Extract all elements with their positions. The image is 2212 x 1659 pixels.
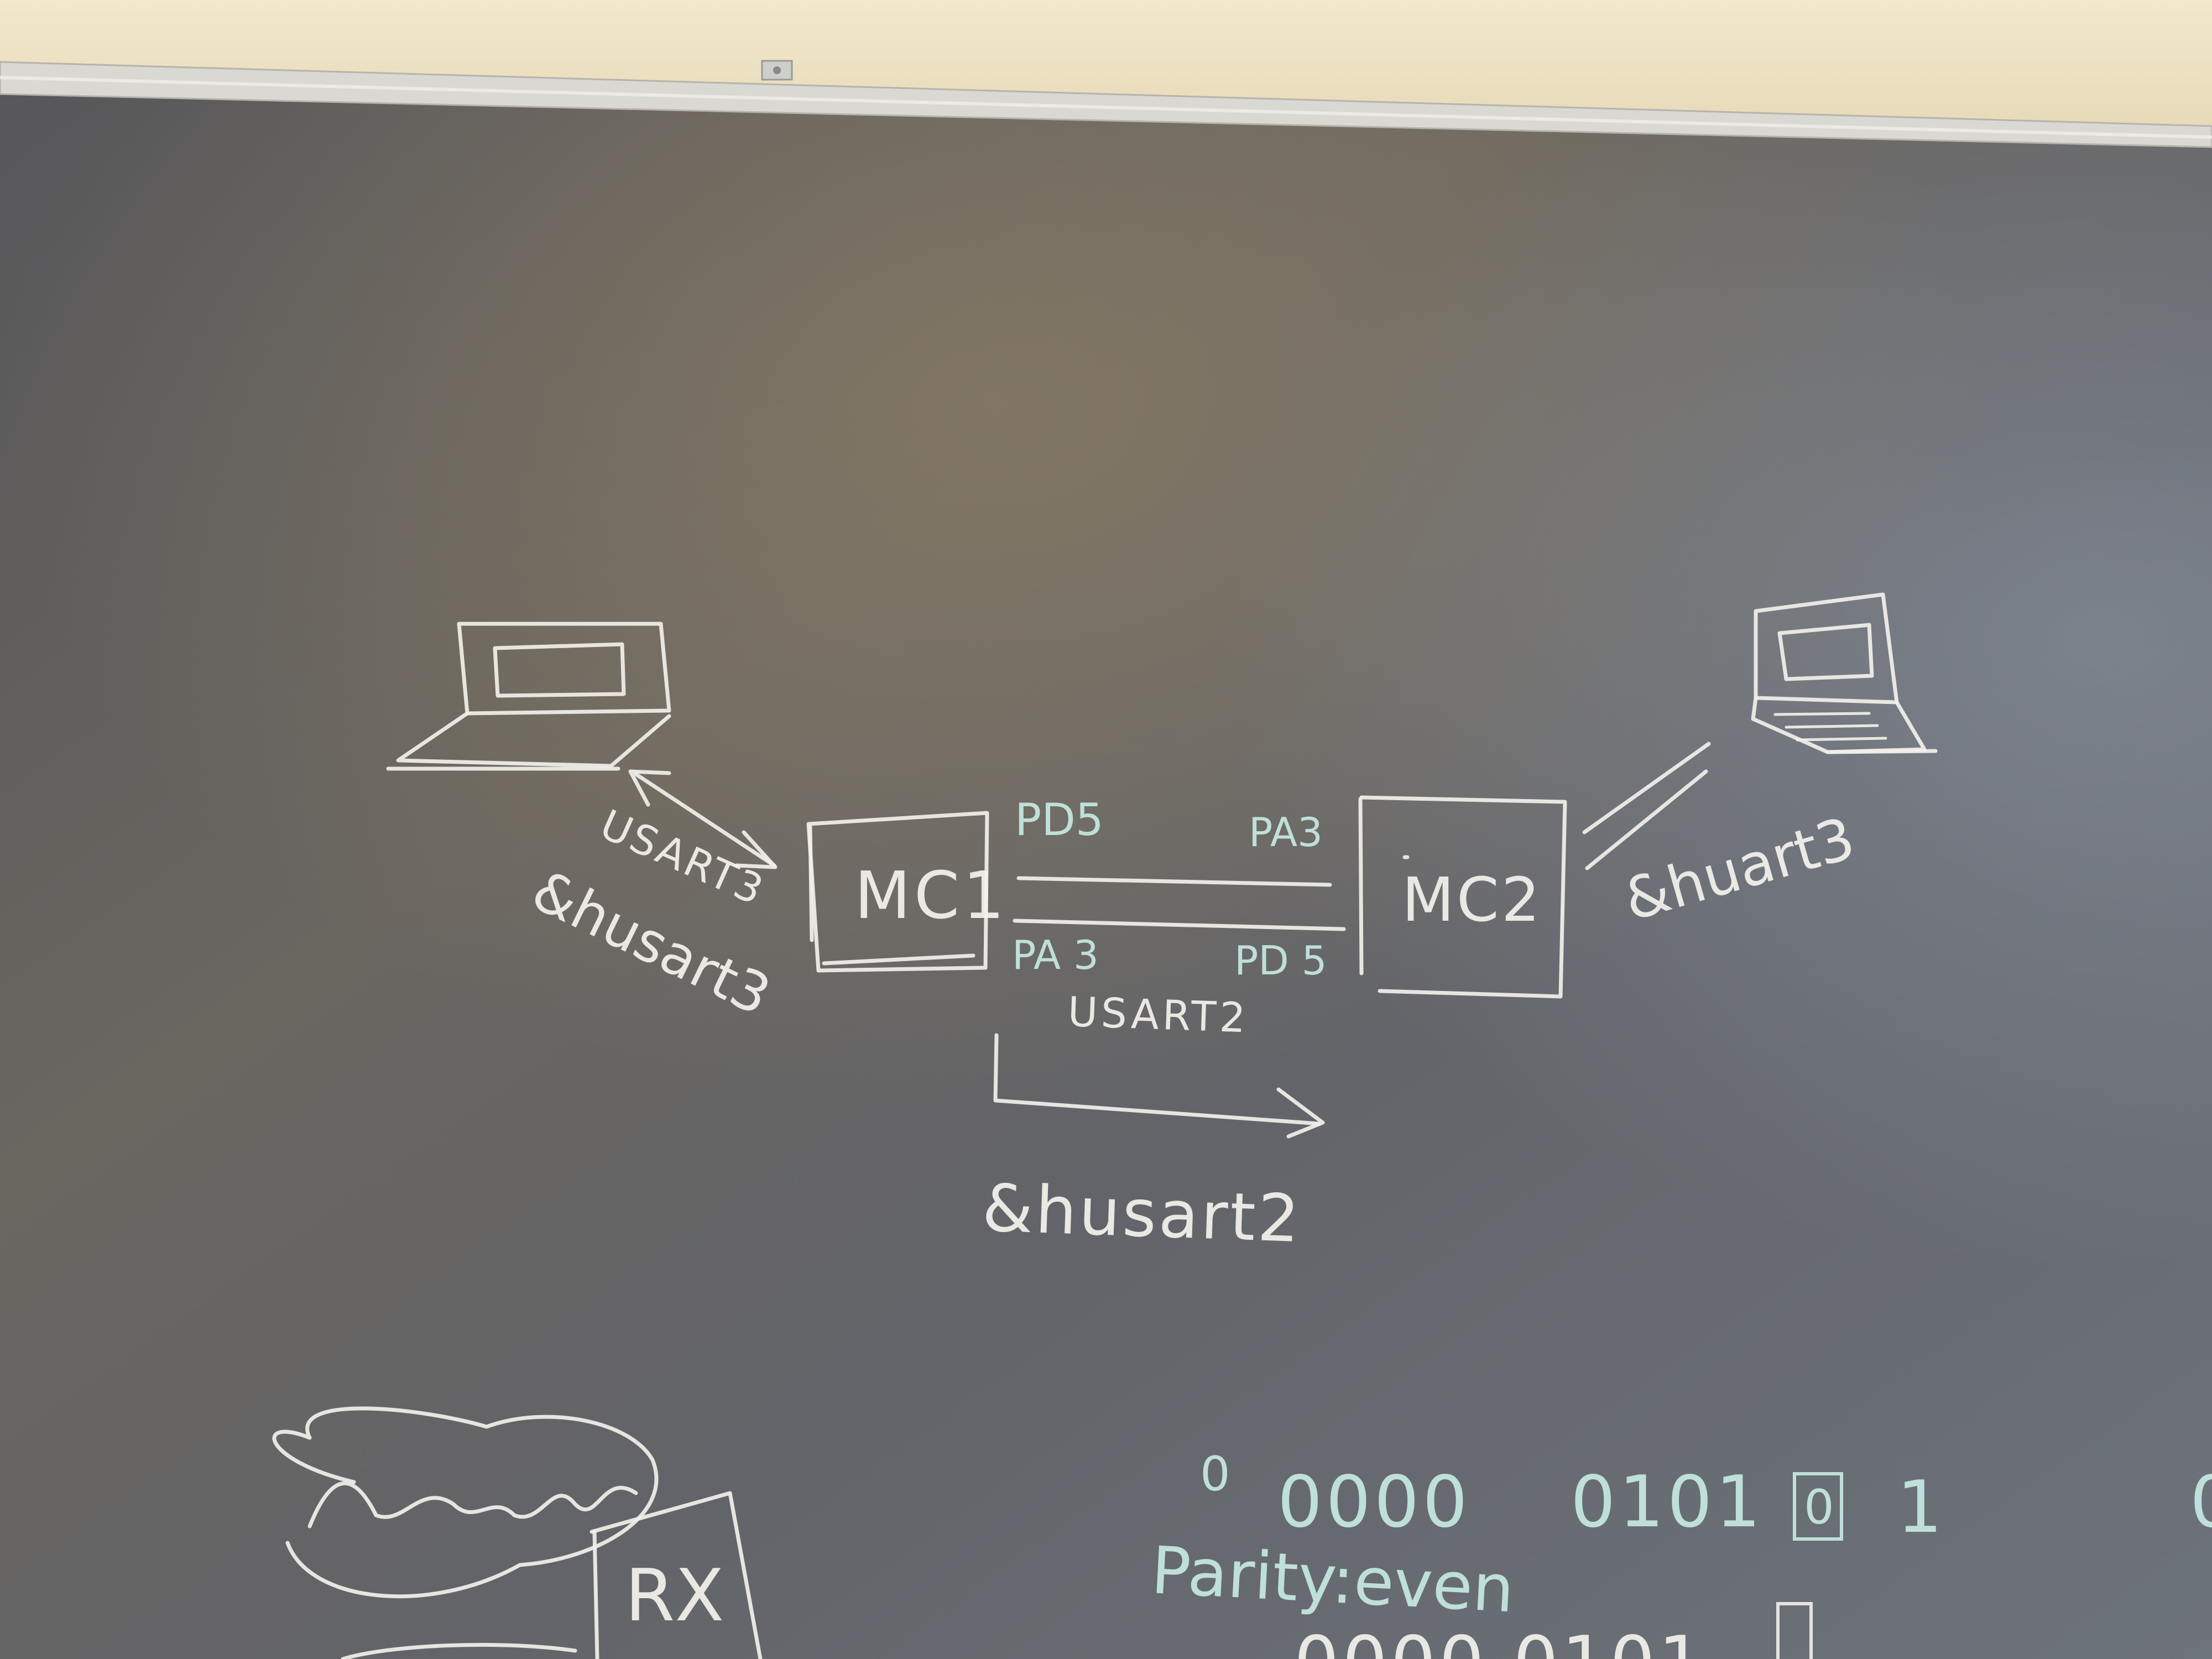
bit-row-2-text: 0000 0101 bbox=[1294, 1621, 1707, 1659]
usart2-label: USART2 bbox=[1067, 988, 1249, 1042]
laptop-right-icon bbox=[1751, 592, 1938, 754]
pin-pd5-left: PD5 bbox=[1015, 794, 1104, 846]
husart2-text: &husart2 bbox=[981, 1170, 1303, 1257]
pin-pa3-left: PA 3 bbox=[1012, 932, 1099, 978]
board-glare-right bbox=[0, 88, 2212, 1659]
mc1-box bbox=[806, 811, 989, 973]
link-right bbox=[1582, 742, 1711, 870]
stop-bit: 1 bbox=[1897, 1465, 1943, 1549]
rx-box bbox=[589, 1491, 763, 1659]
laptop-left-icon bbox=[386, 622, 671, 771]
parity-bit: 0 bbox=[1804, 1480, 1834, 1535]
rx-label: RX bbox=[625, 1553, 724, 1637]
cloud-sketch bbox=[272, 1406, 659, 1599]
bit-row-1: 0 0000 0101 0 1 0 bbox=[1200, 1447, 2212, 1549]
bit-group-1: 0000 bbox=[1277, 1461, 1471, 1543]
usart2-arrow bbox=[993, 1033, 1325, 1139]
board-top-rail bbox=[0, 61, 2212, 148]
pin-pa3-right: PA3 bbox=[1249, 809, 1323, 855]
parity-bit-box bbox=[1793, 1472, 1843, 1541]
wire-bottom bbox=[1013, 919, 1346, 931]
bit-group-2: 0101 bbox=[1571, 1461, 1764, 1543]
bit-row-2: 0000 0101 bbox=[1294, 1602, 1813, 1659]
bit-edge: 0 bbox=[2190, 1461, 2212, 1543]
usart3-arrow-left bbox=[628, 769, 778, 869]
mc2-label: MC2 bbox=[1402, 864, 1542, 935]
bit-start: 0 bbox=[1200, 1447, 1230, 1502]
wire-top bbox=[1016, 876, 1332, 887]
mc2-box bbox=[1358, 795, 1567, 999]
pin-pd5-right: PD 5 bbox=[1234, 937, 1327, 984]
mc1-label: MC1 bbox=[854, 857, 1008, 933]
parity-even-label: Parity:even bbox=[1150, 1532, 1516, 1627]
